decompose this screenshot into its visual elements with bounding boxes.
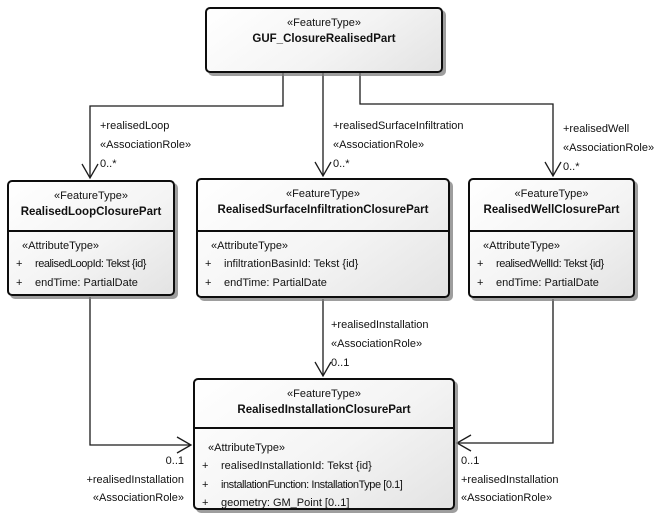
association-stereotype: «AssociationRole» (92, 492, 184, 504)
association-stereotype: «AssociationRole» (461, 492, 553, 504)
association-line-realised-installation-from-surface (314, 299, 332, 378)
attribute-text: realisedWellId: Tekst {id} (496, 258, 604, 270)
attribute-stereotype: «AttributeType» (22, 240, 100, 252)
attribute-row: + realisedWellId: Tekst {id} (470, 255, 633, 274)
attribute-row: + realisedInstallationId: Tekst {id} (195, 457, 453, 476)
class-name: RealisedLoopClosurePart (20, 206, 162, 218)
visibility-marker: + (477, 276, 484, 289)
visibility-marker: + (202, 497, 209, 508)
association-stereotype: «AssociationRole» (100, 139, 192, 151)
attribute-stereotype: «AttributeType» (483, 240, 561, 252)
attribute-row: + realisedLoopId: Tekst {id} (9, 255, 173, 274)
attribute-row: + geometry: GM_Point [0..1] (195, 494, 453, 508)
visibility-marker: + (477, 258, 484, 270)
attribute-compartment: «AttributeType» + realisedLoopId: Tekst … (9, 230, 173, 294)
class-box-realised-well-closure-part: «FeatureType» RealisedWellClosurePart «A… (468, 178, 635, 298)
multiplicity: 0..1 (331, 357, 350, 369)
association-label-realised-installation-from-well: 0..1 +realisedInstallation «AssociationR… (461, 452, 559, 508)
attribute-text: endTime: PartialDate (496, 276, 599, 289)
association-line-realised-well (359, 72, 562, 178)
class-stereotype: «FeatureType» (287, 388, 361, 400)
association-line-realised-installation-from-loop (89, 297, 193, 454)
multiplicity: 0..* (100, 158, 117, 170)
attribute-text: endTime: PartialDate (224, 276, 327, 289)
association-label-realised-well: +realisedWell «AssociationRole» 0..* (563, 120, 654, 177)
connector-path (89, 72, 284, 177)
role-name: +realisedLoop (100, 120, 170, 132)
attribute-compartment: «AttributeType» + infiltrationBasinId: T… (198, 230, 448, 296)
attribute-text: realisedInstallationId: Tekst {id} (221, 460, 372, 472)
open-arrowhead-down (314, 361, 332, 378)
class-name: RealisedSurfaceInfiltrationClosurePart (217, 204, 429, 216)
multiplicity: 0..* (563, 161, 580, 173)
class-stereotype: «FeatureType» (287, 17, 361, 29)
attribute-compartment: «AttributeType» + realisedInstallationId… (195, 427, 453, 508)
association-line-realised-surface-infiltration (314, 72, 332, 178)
connector-path (458, 299, 554, 444)
attribute-row: + installationFunction: InstallationType… (195, 476, 453, 495)
visibility-marker: + (205, 258, 212, 270)
attribute-text: installationFunction: InstallationType [… (221, 478, 403, 491)
multiplicity: 0..* (333, 158, 350, 170)
visibility-marker: + (202, 478, 209, 491)
multiplicity: 0..1 (165, 455, 184, 467)
open-arrowhead-left (455, 434, 472, 452)
association-stereotype: «AssociationRole» (333, 139, 425, 151)
class-box-realised-installation-closure-part: «FeatureType» RealisedInstallationClosur… (193, 378, 455, 510)
attribute-row: + endTime: PartialDate (9, 274, 173, 293)
association-label-realised-loop: +realisedLoop «AssociationRole» 0..* (100, 117, 191, 174)
association-line-realised-loop (81, 72, 284, 180)
association-stereotype: «AssociationRole» (331, 338, 423, 350)
multiplicity: 0..1 (461, 455, 480, 467)
attribute-text: infiltrationBasinId: Tekst {id} (224, 258, 359, 270)
class-box-realised-surface-infiltration-closure-part: «FeatureType» RealisedSurfaceInfiltratio… (196, 178, 450, 298)
class-header: «FeatureType» RealisedWellClosurePart (470, 180, 633, 230)
attribute-row: + endTime: PartialDate (470, 274, 633, 293)
association-line-realised-installation-from-well (455, 299, 554, 452)
class-name: GUF_ClosureRealisedPart (252, 33, 396, 45)
attribute-text: realisedLoopId: Tekst {id} (35, 258, 147, 270)
open-arrowhead-down (81, 163, 99, 180)
association-label-realised-surface-infiltration: +realisedSurfaceInfiltration «Associatio… (333, 117, 464, 174)
role-name: +realisedInstallation (331, 319, 429, 331)
class-stereotype: «FeatureType» (286, 188, 360, 200)
role-name: +realisedInstallation (461, 473, 559, 486)
open-arrowhead-right (176, 436, 193, 454)
class-header: «FeatureType» RealisedSurfaceInfiltratio… (198, 180, 448, 230)
role-name: +realisedInstallation (86, 473, 184, 486)
class-header: «FeatureType» RealisedLoopClosurePart (9, 182, 173, 230)
class-stereotype: «FeatureType» (514, 188, 589, 200)
visibility-marker: + (202, 460, 209, 472)
class-stereotype: «FeatureType» (54, 190, 128, 202)
open-arrowhead-down (314, 161, 332, 178)
association-label-realised-installation-from-surface: +realisedInstallation «AssociationRole» … (331, 316, 429, 373)
attribute-stereotype: «AttributeType» (211, 240, 289, 252)
role-name: +realisedSurfaceInfiltration (333, 120, 464, 132)
class-box-guf-closure-realised-part: «FeatureType» GUF_ClosureRealisedPart (205, 7, 443, 73)
class-header: «FeatureType» GUF_ClosureRealisedPart (207, 9, 441, 48)
role-name: +realisedWell (563, 123, 630, 135)
attribute-stereotype: «AttributeType» (208, 442, 286, 454)
connector-path (359, 72, 554, 175)
association-label-realised-installation-from-loop: 0..1 +realisedInstallation «AssociationR… (20, 452, 184, 508)
attribute-compartment: «AttributeType» + realisedWellId: Tekst … (470, 230, 633, 296)
attribute-text: geometry: GM_Point [0..1] (221, 497, 350, 508)
visibility-marker: + (16, 258, 23, 270)
connector-path (89, 297, 190, 446)
class-header: «FeatureType» RealisedInstallationClosur… (195, 380, 453, 427)
class-name: RealisedInstallationClosurePart (237, 404, 411, 416)
attribute-row: + endTime: PartialDate (198, 274, 448, 293)
attribute-text: endTime: PartialDate (35, 276, 138, 289)
class-name: RealisedWellClosurePart (483, 204, 620, 216)
association-stereotype: «AssociationRole» (563, 142, 655, 154)
attribute-row: + infiltrationBasinId: Tekst {id} (198, 255, 448, 274)
visibility-marker: + (16, 276, 23, 289)
open-arrowhead-down (544, 161, 562, 178)
class-box-realised-loop-closure-part: «FeatureType» RealisedLoopClosurePart «A… (7, 180, 175, 296)
visibility-marker: + (205, 276, 212, 289)
